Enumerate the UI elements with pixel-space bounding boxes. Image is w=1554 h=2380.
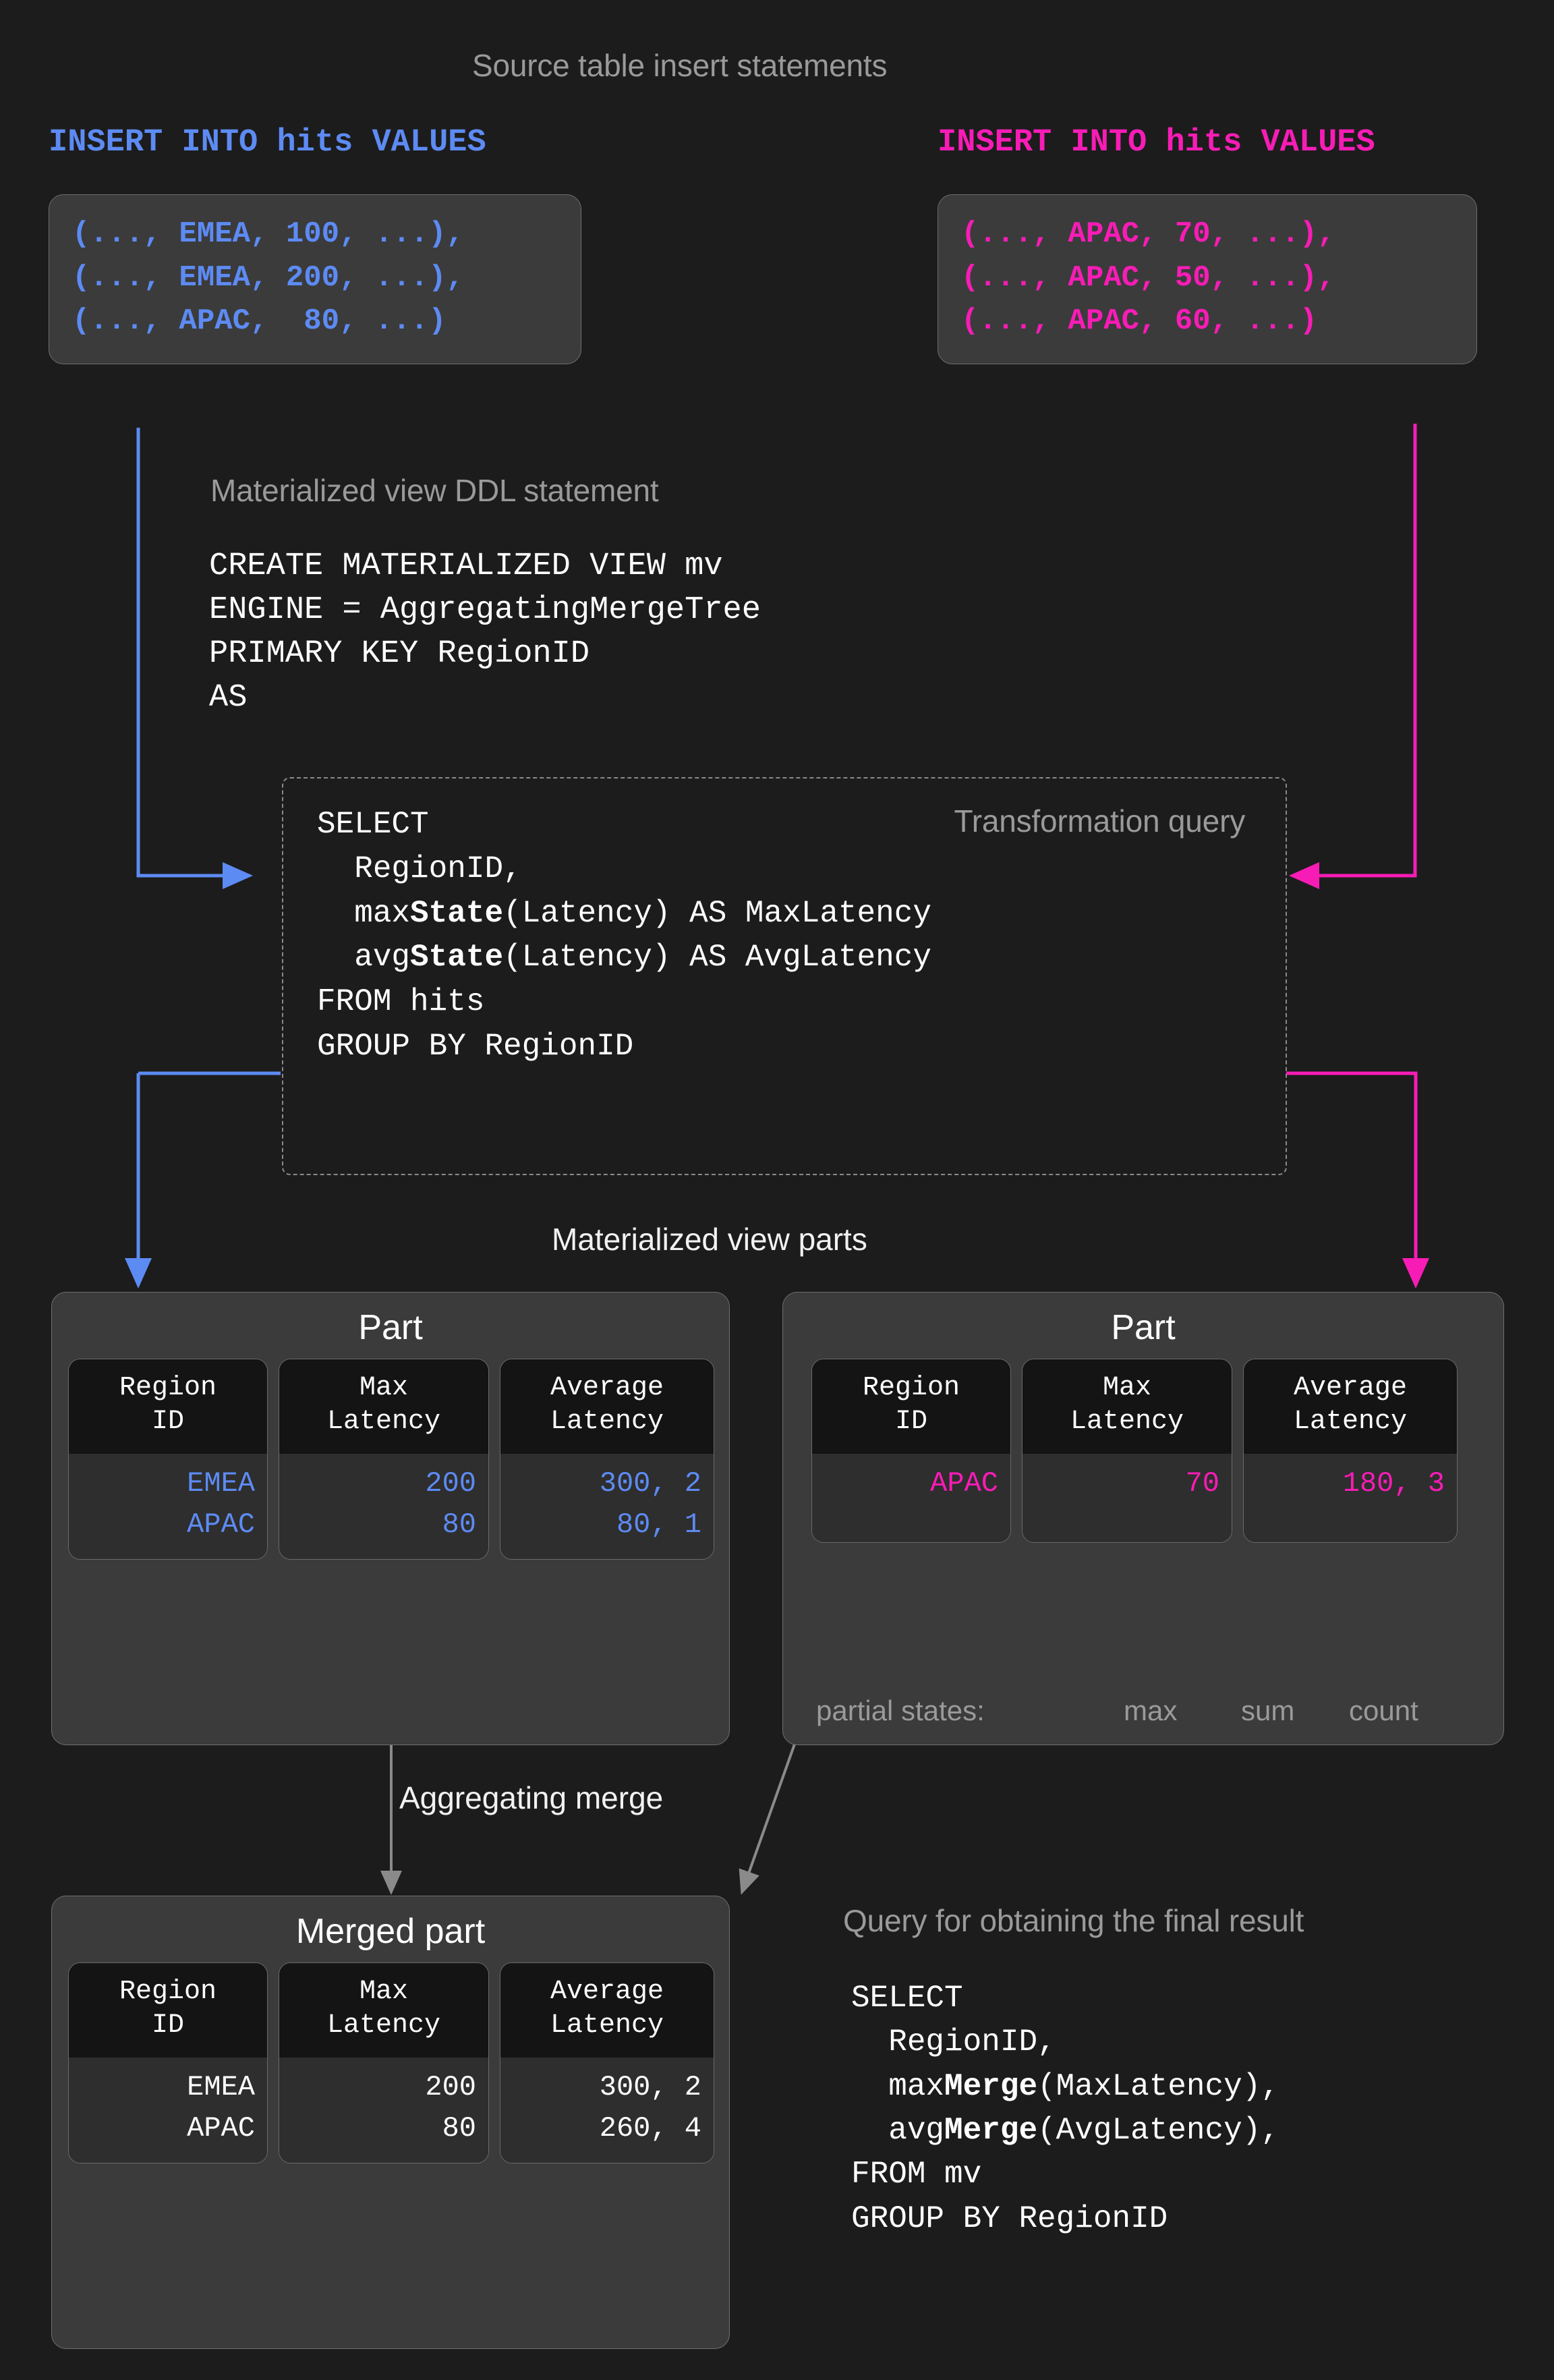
col-header-max-latency: Max Latency bbox=[1023, 1359, 1232, 1454]
tq-line-4: FROM hits bbox=[317, 984, 485, 1020]
tq-line-0: SELECT bbox=[317, 807, 429, 842]
partial-state-max-label: max bbox=[1124, 1695, 1178, 1726]
table-cell: EMEA bbox=[187, 1467, 255, 1500]
col-header-max-latency: Max Latency bbox=[279, 1963, 488, 2058]
part-right-columns: Region ID APAC Max Latency 70 Average La… bbox=[783, 1359, 1503, 1559]
part-right-col-avglatency: Average Latency 180, 3 bbox=[1243, 1359, 1458, 1543]
part-left-columns: Region ID EMEA APAC Max Latency 200 80 A… bbox=[52, 1359, 729, 1576]
fq-line-0: SELECT bbox=[851, 1981, 963, 2016]
merged-part-col-maxlatency: Max Latency 200 80 bbox=[279, 1962, 489, 2163]
tq-line-3: avgState(Latency) AS AvgLatency bbox=[317, 940, 931, 975]
partial-state-count-label: count bbox=[1349, 1695, 1418, 1726]
arrow-part-right-to-merged bbox=[739, 1740, 797, 1895]
table-cell: EMEA bbox=[187, 2071, 255, 2103]
col-header-average-latency: Average Latency bbox=[1244, 1359, 1457, 1454]
insert-right-row-1: (..., APAC, 50, ...), bbox=[961, 260, 1335, 295]
merged-part-title: Merged part bbox=[295, 1912, 486, 1951]
partial-state-sum-label: sum bbox=[1241, 1695, 1295, 1726]
col-header-average-latency: Average Latency bbox=[500, 1359, 714, 1454]
fq-line-1: RegionID, bbox=[851, 2024, 1056, 2060]
col-header-region-id: Region ID bbox=[69, 1359, 267, 1454]
page-title: Source table insert statements bbox=[472, 48, 888, 83]
insert-left-values: (..., EMEA, 100, ...), (..., EMEA, 200, … bbox=[49, 194, 581, 365]
part-left-col-maxlatency: Max Latency 200 80 bbox=[279, 1359, 489, 1560]
ddl-line-0: CREATE MATERIALIZED VIEW mv bbox=[209, 548, 723, 584]
table-cell: 300, 2 bbox=[599, 2071, 701, 2103]
transformation-query-caption: Transformation query bbox=[954, 803, 1246, 839]
col-header-region-id: Region ID bbox=[812, 1359, 1010, 1454]
fq-line-5: GROUP BY RegionID bbox=[851, 2201, 1168, 2236]
tq-line-1: RegionID, bbox=[317, 851, 522, 886]
part-right-col-regionid: Region ID APAC bbox=[811, 1359, 1011, 1543]
tq-line-2: maxState(Latency) AS MaxLatency bbox=[317, 895, 931, 931]
merged-part-columns: Region ID EMEA APAC Max Latency 200 80 A… bbox=[52, 1962, 729, 2180]
insert-right-values: (..., APAC, 70, ...), (..., APAC, 50, ..… bbox=[938, 194, 1477, 365]
ddl-statement: CREATE MATERIALIZED VIEW mv ENGINE = Agg… bbox=[209, 545, 761, 720]
table-cell: 80, 1 bbox=[616, 1508, 701, 1541]
col-header-region-id: Region ID bbox=[69, 1963, 267, 2058]
fq-line-2: maxMerge(MaxLatency), bbox=[851, 2068, 1279, 2104]
table-cell: 200 bbox=[425, 1467, 476, 1500]
final-query-statement: SELECT RegionID, maxMerge(MaxLatency), a… bbox=[851, 1977, 1279, 2241]
part-right-card: Part Region ID APAC Max Latency 70 Avera… bbox=[782, 1292, 1504, 1745]
ddl-line-1: ENGINE = AggregatingMergeTree bbox=[209, 592, 761, 628]
transformation-query-box: Transformation query SELECT RegionID, ma… bbox=[282, 777, 1287, 1175]
arrow-insert-right-to-query bbox=[1289, 424, 1417, 889]
merged-part-col-avglatency: Average Latency 300, 2 260, 4 bbox=[500, 1962, 714, 2163]
insert-right-row-0: (..., APAC, 70, ...), bbox=[961, 217, 1335, 251]
col-header-average-latency: Average Latency bbox=[500, 1963, 714, 2058]
table-cell: 80 bbox=[442, 1508, 476, 1541]
part-right-col-maxlatency: Max Latency 70 bbox=[1022, 1359, 1232, 1543]
table-cell: 180, 3 bbox=[1342, 1467, 1445, 1500]
insert-left-row-2: (..., APAC, 80, ...) bbox=[72, 304, 447, 339]
tq-line-5: GROUP BY RegionID bbox=[317, 1028, 634, 1064]
ddl-caption: Materialized view DDL statement bbox=[210, 473, 659, 508]
insert-left-row-1: (..., EMEA, 200, ...), bbox=[72, 260, 464, 295]
part-left-col-avglatency: Average Latency 300, 2 80, 1 bbox=[500, 1359, 714, 1560]
insert-right-row-2: (..., APAC, 60, ...) bbox=[961, 304, 1318, 339]
part-left-card: Part Region ID EMEA APAC Max Latency 200… bbox=[51, 1292, 730, 1745]
table-cell: 300, 2 bbox=[599, 1467, 701, 1500]
table-cell: 70 bbox=[1185, 1467, 1219, 1500]
merged-part-col-regionid: Region ID EMEA APAC bbox=[68, 1962, 268, 2163]
table-cell: APAC bbox=[187, 1508, 255, 1541]
fq-line-3: avgMerge(AvgLatency), bbox=[851, 2112, 1279, 2148]
aggregating-merge-caption: Aggregating merge bbox=[399, 1780, 664, 1815]
arrow-query-to-part-right bbox=[1286, 1071, 1429, 1288]
col-header-max-latency: Max Latency bbox=[279, 1359, 488, 1454]
insert-left-header: INSERT INTO hits VALUES bbox=[49, 125, 486, 161]
ddl-line-2: PRIMARY KEY RegionID bbox=[209, 635, 590, 672]
final-query-caption: Query for obtaining the final result bbox=[843, 1903, 1304, 1938]
mv-parts-caption: Materialized view parts bbox=[552, 1222, 867, 1257]
partial-states-label: partial states: bbox=[816, 1695, 985, 1726]
merged-part-card: Merged part Region ID EMEA APAC Max Late… bbox=[51, 1896, 730, 2349]
insert-left-row-0: (..., EMEA, 100, ...), bbox=[72, 217, 464, 251]
part-right-title: Part bbox=[1111, 1308, 1176, 1347]
table-cell: APAC bbox=[930, 1467, 998, 1500]
table-cell: 80 bbox=[442, 2112, 476, 2145]
part-left-col-regionid: Region ID EMEA APAC bbox=[68, 1359, 268, 1560]
ddl-line-3: AS bbox=[209, 679, 248, 716]
table-cell: 200 bbox=[425, 2071, 476, 2103]
table-cell: APAC bbox=[187, 2112, 255, 2145]
part-left-title: Part bbox=[358, 1308, 423, 1347]
insert-right-header: INSERT INTO hits VALUES bbox=[938, 125, 1375, 161]
table-cell: 260, 4 bbox=[599, 2112, 701, 2145]
fq-line-4: FROM mv bbox=[851, 2157, 982, 2192]
